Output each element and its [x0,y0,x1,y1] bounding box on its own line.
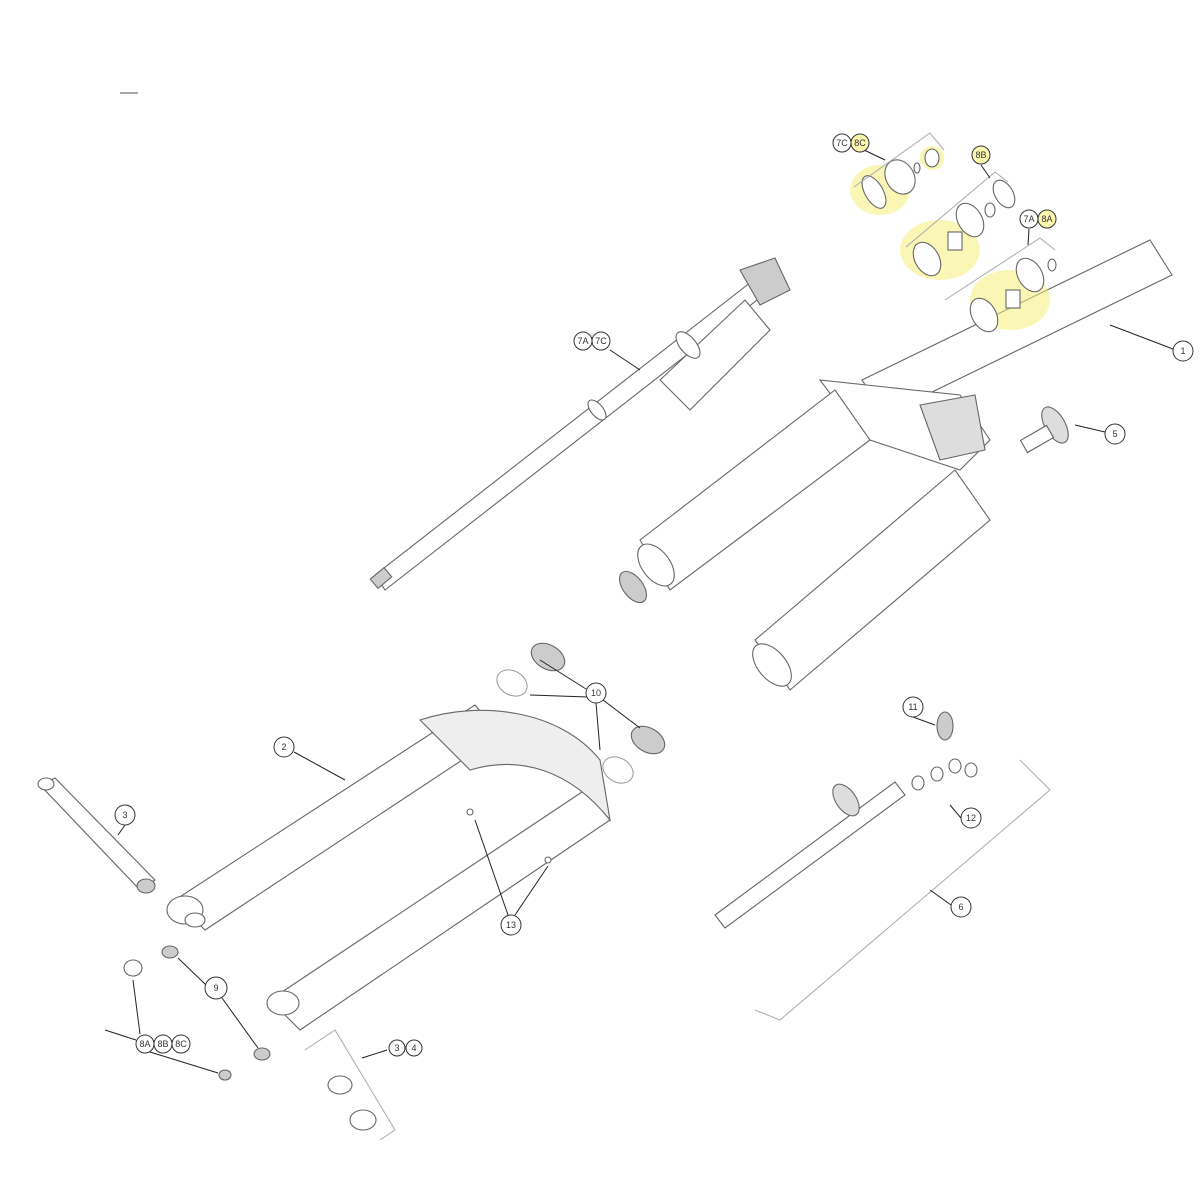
callout-8b-bottom: 8B [153,1034,173,1054]
callout-1: 1 [1172,340,1194,362]
callout-label: 7C [595,336,607,346]
leader-lines [104,148,1174,1074]
callout-3-left: 3 [114,804,136,826]
callout-label: 5 [1112,429,1117,439]
callout-label: 2 [281,742,286,752]
callouts: 7C 8C 8B 7A 8A 1 5 7A 7C 10 2 3 11 12 13… [114,133,1194,1057]
part-6-damper-assembly [714,711,1051,1021]
part-10-seals [496,642,666,784]
callout-11: 11 [902,696,924,718]
part-3-axle [37,777,156,894]
callout-2: 2 [273,736,295,758]
callout-label: 12 [966,813,976,823]
top-brackets [853,132,1056,301]
callout-label: 7C [836,138,848,148]
callout-7c-mid: 7C [591,331,611,351]
callout-5: 5 [1104,423,1126,445]
callout-label: 10 [591,688,601,698]
part-12-shims [911,758,978,791]
callout-label: 8C [175,1039,187,1049]
callout-6: 6 [950,896,972,918]
callout-label: 7A [1023,214,1034,224]
callout-3-bottom: 3 [388,1039,406,1057]
part-1-crown-steerer-assembly [618,239,1173,691]
callout-label: 13 [506,920,516,930]
callout-4-bottom: 4 [405,1039,423,1057]
callout-8c-bottom: 8C [171,1034,191,1054]
part-7-damper-cartridge [369,257,791,591]
callout-8a-bottom: 8A [135,1034,155,1054]
callout-7c-top: 7C [832,133,852,153]
callout-8a-top: 8A [1037,209,1057,229]
callout-7a-mid: 7A [573,331,593,351]
callout-label: 9 [213,983,218,993]
callout-label: 3 [122,810,127,820]
callout-label: 4 [411,1043,416,1053]
callout-13: 13 [500,914,522,936]
callout-label: 8B [157,1039,168,1049]
callout-12: 12 [960,807,982,829]
callout-label: 3 [394,1043,399,1053]
callout-label: 1 [1180,346,1185,356]
callout-label: 6 [958,902,963,912]
callout-label: 11 [908,702,917,712]
callout-label: 8A [1041,214,1052,224]
callout-9: 9 [204,976,228,1000]
callout-label: 8B [975,150,986,160]
callout-label: 8A [139,1039,150,1049]
part-5-top-cap [1019,406,1069,454]
callout-8b-top: 8B [971,145,991,165]
callout-10: 10 [585,682,607,704]
part-2-lower-legs [166,704,611,1031]
callout-label: 7A [577,336,588,346]
part-8-highlighted-seal-kits [850,146,1057,333]
callout-7a-top: 7A [1019,209,1039,229]
callout-8c-top: 8C [850,133,870,153]
callout-label: 8C [854,138,866,148]
small-hardware [123,808,552,1141]
